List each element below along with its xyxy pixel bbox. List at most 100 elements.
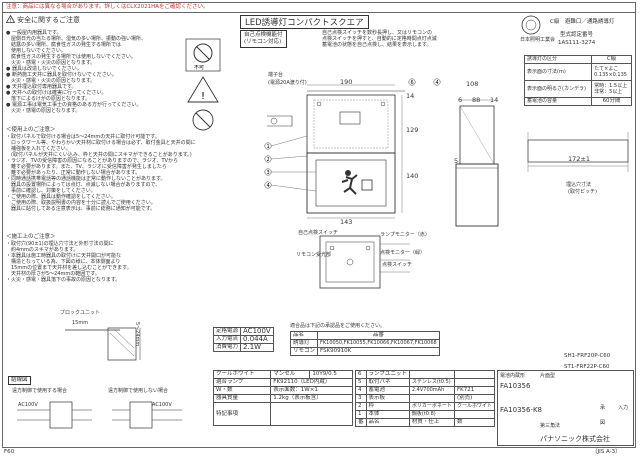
terminal-label: 端子台: [268, 72, 284, 78]
spec-cell: W・数: [212, 386, 272, 395]
product-title-badge: LED誘導灯コンパクトスクエア: [240, 15, 369, 29]
table-row: 番品名材質・仕上数: [355, 418, 496, 427]
usage-line: ・ラジオ、TVの受信障害の原因になることがありますので、ラジオ、TVから: [6, 157, 178, 164]
dim-190: 190: [340, 78, 353, 86]
model-b: FA10356-K8: [500, 406, 543, 414]
cert-number: 1AS111-3274: [558, 40, 596, 46]
warning-line: 火災・感電・火災の原因となります。: [6, 78, 96, 84]
caution-icon: !: [185, 75, 221, 107]
wiring-ac-2: AC100V: [152, 402, 172, 408]
usage-line: 補強板を入れてください。: [6, 145, 71, 152]
dim-5: 5: [454, 157, 459, 165]
model-number-1: SH1-FRF20P-C60: [564, 353, 611, 359]
dim-172: 172±1: [568, 155, 590, 163]
table-row: 特記事項: [212, 402, 353, 426]
usage-line: ご使用の際、取扱説明書の内容を十分に読んでご使用ください。: [6, 199, 156, 206]
block-unit-drawing: [60, 318, 160, 370]
usage-line: 事前に確認し、対策をしてください。: [6, 187, 96, 194]
rating-value: 2.1W: [240, 343, 274, 352]
svg-text:4: 4: [267, 183, 270, 189]
warning-line: 屋側日光の当たる場所、湿気の多い場所、振動の強い場所、: [6, 36, 147, 42]
warning-line: 使用しないでください。: [6, 48, 66, 54]
warning-line: 落下によるけがの原因となります。: [6, 96, 91, 102]
wiring-label-local: 遠方制御で使用しない場合: [108, 388, 169, 394]
fixture-front-drawing: 1 2 3 4 6 4: [262, 76, 442, 228]
usage-line: ・ご使用の際、器具は動作確認をしてください。: [6, 193, 116, 200]
parts-cell: [408, 394, 455, 403]
spec-cell: 1.2kg（表示板含）: [270, 394, 353, 403]
spec-value: C級: [591, 55, 632, 64]
parts-cell: 表示板: [365, 394, 410, 403]
title-block: [497, 370, 634, 446]
parts-cell: [408, 370, 455, 379]
warning-line: 火災・感電・火災の原因となります。: [6, 60, 96, 66]
install-title: ＜施工上のご注意＞: [6, 234, 56, 240]
parts-cell: 2: [355, 402, 367, 411]
block-dim-5-24: 5〜24mm: [134, 322, 140, 347]
svg-text:不可: 不可: [194, 65, 204, 71]
label-monitor: ランプモニター（赤）: [380, 232, 430, 238]
warning-line: ● 電源工事は電気工事士の資格のある方が行ってください。: [6, 102, 142, 108]
usage-notes: ＜使用上のご注意＞ ・取付パネルで取付ける場合は5〜24mmの天井に取付け可能で…: [6, 127, 236, 212]
warning-line: ● 断熱施工天井に器具を取付けないでください。: [6, 72, 117, 78]
parts-cell: 枠: [365, 402, 410, 411]
parts-head: 番: [355, 418, 367, 427]
terminal-sub: (電源20A渡り付): [268, 80, 307, 86]
parts-cell: 3: [355, 394, 367, 403]
parts-cell: [453, 410, 496, 419]
fixture-side-drawing: [454, 92, 502, 234]
usage-line: (取付パネルが天井にくい込み、枠と天井の間にスキマができることがあります。): [6, 151, 192, 158]
usage-line: 離す必要があったり、正常に動作しない場合があります。: [6, 169, 141, 176]
label-self-check: 自己点検スイッチ: [298, 230, 339, 236]
parts-cell: 鋼板(t0.8): [408, 410, 455, 419]
cutout-sub: (取付ピッチ): [568, 189, 597, 195]
warning-line: ● 器具は改造しないでください。: [6, 66, 82, 72]
parts-cell: 本体: [365, 410, 410, 419]
spec-cell: クールホワイト: [212, 370, 272, 379]
remote-cell: 誘導灯: [289, 339, 319, 348]
svg-text:!: !: [201, 91, 205, 102]
parts-head: 材質・仕上: [408, 418, 455, 427]
parts-cell: ステンレス(t0.5): [408, 378, 455, 387]
spec-cell: 10Y9/0.5: [309, 370, 353, 379]
parts-cell: ポリカーボネート: [408, 402, 455, 411]
remote-cell: FSK90910K: [317, 347, 440, 356]
svg-text:2: 2: [267, 157, 270, 163]
install-line: ・取付穴(90±1)の埋込穴寸法と外形寸法の間に: [6, 240, 114, 247]
rating-key: 消費電力: [212, 343, 242, 352]
parts-cell: 2.4V700mAh: [408, 386, 455, 395]
usage-line: 器具に貼付してある注意表示は、事前に総務に通知が可能です。: [6, 205, 156, 212]
dim-143: 143: [340, 218, 353, 226]
label-check-monitor: 点検モニター（緑）: [380, 250, 426, 256]
parts-cell: (別売): [453, 394, 496, 403]
jis-standard: （JIS A-3）: [592, 449, 621, 455]
spec-key: 表示面の明るさ(カンデラ): [523, 80, 593, 98]
table-row: 表示面の寸法(m)たて×よこ 0.135×0.135: [523, 63, 632, 81]
warning-line: ● 一般屋内用器具です。: [6, 30, 62, 36]
svg-text:4: 4: [436, 80, 439, 86]
remote-cell: リモコン: [289, 347, 319, 356]
dim-108: 108: [466, 80, 479, 88]
stamp-drawing: 図: [600, 420, 606, 426]
callout-line: 自己点検スイッチを数秒長押し、又はリモコンの: [322, 30, 433, 36]
svg-text:!: !: [10, 18, 12, 23]
label-remote: リモコン受光部: [296, 252, 332, 258]
parts-head: 数: [453, 418, 496, 427]
usage-title: ＜使用上のご注意＞: [6, 127, 56, 133]
remote-cell: FK10050,FK10055,FK10066,FK10067,FK10068: [317, 339, 440, 348]
company-name: パナソニック株式会社: [540, 435, 610, 443]
association-logo: [520, 15, 546, 39]
